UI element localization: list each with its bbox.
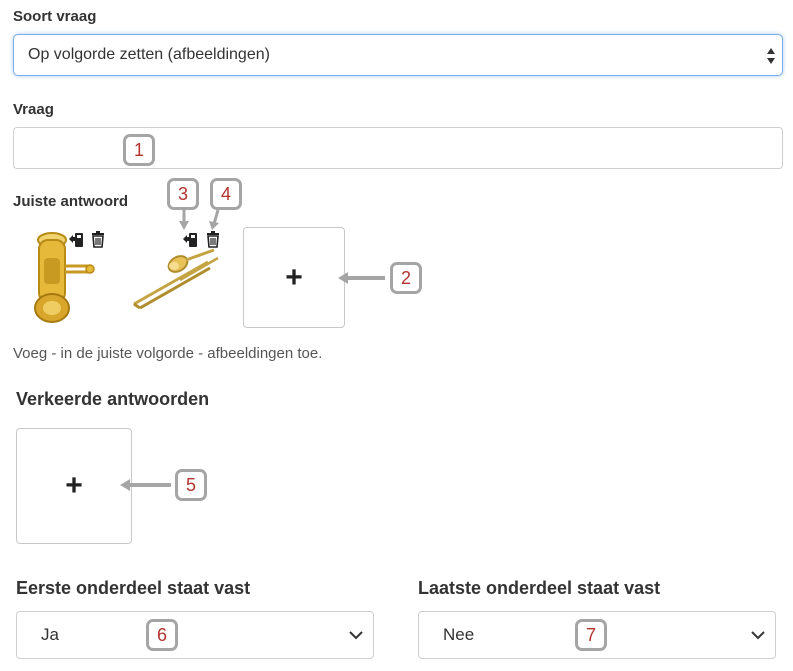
callout-5: 5 — [175, 469, 207, 501]
chevron-down-icon — [349, 631, 363, 640]
last-fixed-label: Laatste onderdeel staat vast — [418, 578, 661, 598]
callout-7: 7 — [575, 619, 607, 651]
question-type-select[interactable]: Op volgorde zetten (afbeeldingen) — [13, 34, 783, 76]
first-fixed-select[interactable]: Ja — [16, 611, 374, 659]
correct-answer-help: Voeg - in de juiste volgorde - afbeeldin… — [13, 345, 323, 362]
callout-3: 3 — [167, 178, 199, 210]
first-fixed-value: Ja — [41, 625, 59, 644]
question-label: Vraag — [13, 101, 54, 118]
chevron-down-icon — [751, 631, 765, 640]
wrong-answers-label: Verkeerde antwoorden — [16, 389, 210, 409]
question-type-label: Soort vraag — [13, 8, 97, 25]
callout-6: 6 — [146, 619, 178, 651]
callout-arrow-2 — [338, 272, 385, 284]
plus-icon: + — [285, 260, 303, 294]
trash-icon[interactable] — [91, 231, 105, 248]
add-wrong-image-button[interactable]: + — [16, 428, 132, 544]
callout-arrows-3-4 — [179, 209, 220, 230]
trash-icon[interactable] — [206, 231, 220, 248]
tuba-image — [34, 232, 95, 323]
add-correct-image-button[interactable]: + — [243, 227, 345, 328]
replace-image-icon[interactable] — [182, 231, 198, 249]
trombone-image — [133, 248, 219, 310]
select-updown-icon — [767, 48, 775, 64]
callout-arrow-5 — [120, 479, 171, 491]
question-type-value: Op volgorde zetten (afbeeldingen) — [28, 46, 270, 63]
replace-image-icon[interactable] — [68, 231, 84, 249]
callout-4: 4 — [210, 178, 242, 210]
first-fixed-label: Eerste onderdeel staat vast — [16, 578, 251, 598]
last-fixed-value: Nee — [443, 625, 475, 644]
callout-1: 1 — [123, 134, 155, 166]
callout-2: 2 — [390, 262, 422, 294]
plus-icon: + — [65, 469, 83, 502]
correct-answer-label: Juiste antwoord — [13, 193, 129, 210]
